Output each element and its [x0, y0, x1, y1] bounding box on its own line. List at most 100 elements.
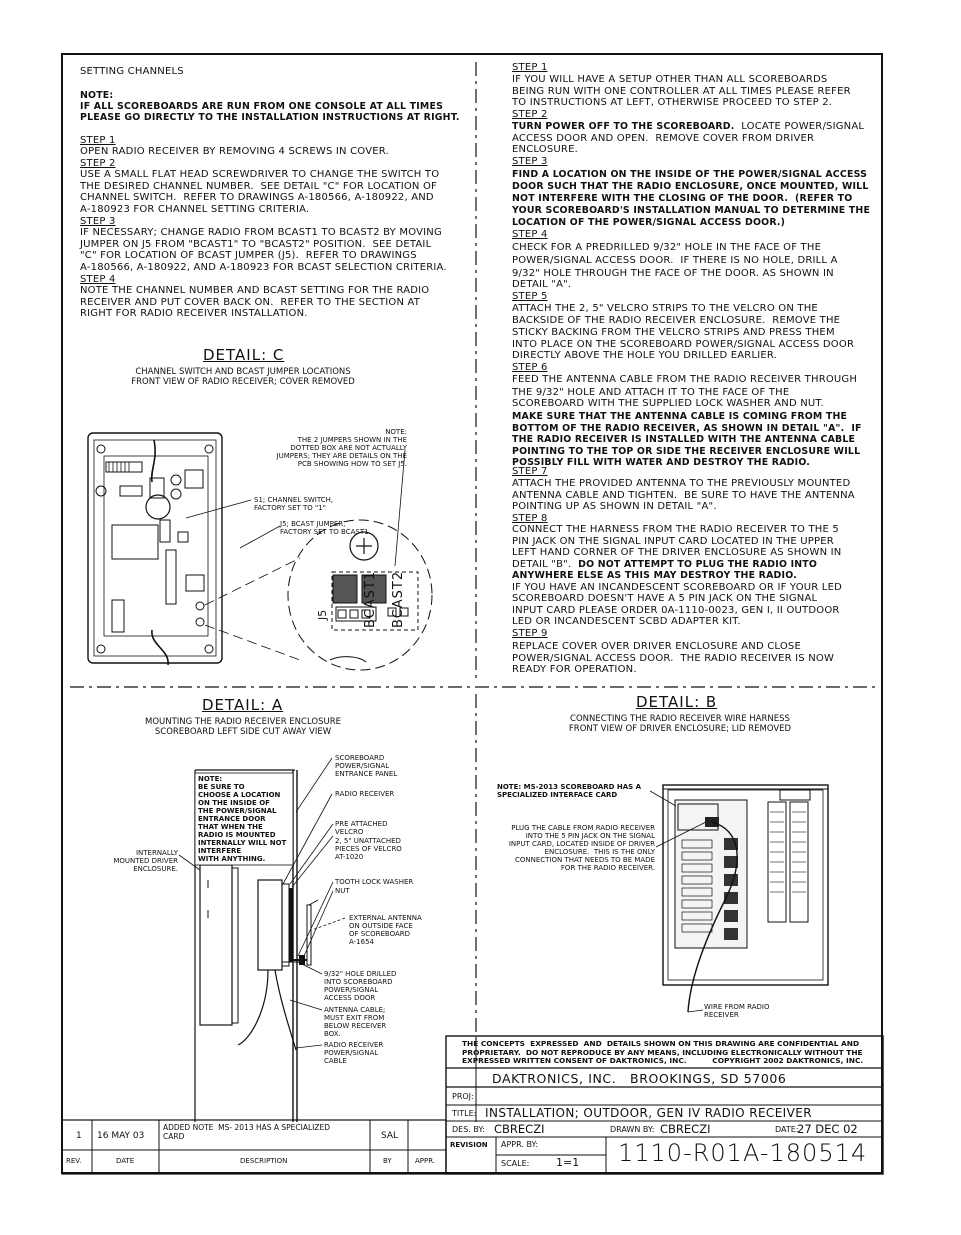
right-step6-warning: POSSIBLY FILL WITH WATER AND DESTROY THE… [512, 457, 811, 468]
s1-channel-switch-label: S1; CHANNEL SWITCH, FACTORY SET TO "1" [254, 496, 334, 512]
right-step3-line: LOCATION OF THE POWER/SIGNAL ACCESS DOOR… [512, 217, 786, 228]
note-line-2: PLEASE GO DIRECTLY TO THE INSTALLATION I… [80, 112, 460, 123]
right-step5-line: BACKSIDE OF THE RADIO RECEIVER ENCLOSURE… [512, 315, 841, 326]
date-value: 27 DEC 02 [797, 1122, 858, 1136]
revision-label: REVISION [450, 1141, 488, 1149]
revision-header-rev: REV. [66, 1157, 82, 1165]
right-step1-label: STEP 1 [512, 62, 548, 73]
right-step5-line: STICKY BACKING FROM THE VELCRO STRIPS AN… [512, 327, 835, 338]
power-off-warning: TURN POWER OFF TO THE SCOREBOARD. [512, 121, 735, 132]
right-step8-warning: DO NOT ATTEMPT TO PLUG THE RADIO INTO [578, 559, 818, 570]
right-step8-line: SCOREBOARD DOESN'T HAVE A 5 PIN JACK ON … [512, 593, 818, 604]
note-label: NOTE: [80, 90, 114, 101]
right-step8-warning: ANYWHERE ELSE AS THIS MAY DESTROY THE RA… [512, 570, 797, 581]
right-step2-line: ACCESS DOOR AND OPEN. REMOVE COVER FROM … [512, 133, 815, 144]
company-name: DAKTRONICS, INC. BROOKINGS, SD 57006 [492, 1071, 787, 1086]
callout-unattached-velcro: 2, 5" UNATTACHED PIECES OF VELCRO AT-102… [335, 837, 402, 861]
callout-external-antenna: EXTERNAL ANTENNA ON OUTSIDE FACE OF SCOR… [349, 914, 422, 946]
left-step4-line: RIGHT FOR RADIO RECEIVER INSTALLATION. [80, 308, 308, 319]
right-step3-line: FIND A LOCATION ON THE INSIDE OF THE POW… [512, 169, 868, 180]
callout-pre-attached-velcro: PRE ATTACHED VELCRO [335, 820, 388, 836]
right-step8-line: CONNECT THE HARNESS FROM THE RADIO RECEI… [512, 524, 839, 535]
callout-nut: NUT [335, 887, 350, 895]
revision-row-date: 16 MAY 03 [97, 1131, 145, 1141]
right-step5-line: ATTACH THE 2, 5" VELCRO STRIPS TO THE VE… [512, 303, 818, 314]
right-step6-line: FEED THE ANTENNA CABLE FROM THE RADIO RE… [512, 374, 858, 385]
detail-c-subtitle: CHANNEL SWITCH AND BCAST JUMPER LOCATION… [131, 367, 355, 387]
right-step4-line: 9/32" HOLE THROUGH THE FACE OF THE DOOR.… [512, 268, 834, 279]
designed-by-label: DES. BY: [452, 1125, 485, 1134]
revision-row-description: ADDED NOTE MS- 2013 HAS A SPECIALIZED CA… [163, 1123, 331, 1141]
left-step3-line: JUMPER ON J5 FROM "BCAST1" TO "BCAST2" P… [80, 239, 432, 250]
left-step3-line: A-180566, A-180922, AND A-180923 FOR BCA… [80, 262, 447, 273]
right-step6-label: STEP 6 [512, 362, 548, 373]
left-step2-line: USE A SMALL FLAT HEAD SCREWDRIVER TO CHA… [80, 169, 440, 180]
revision-row-by: SAL [381, 1131, 399, 1141]
right-step9-label: STEP 9 [512, 628, 548, 639]
confidentiality-notice: THE CONCEPTS EXPRESSED AND DETAILS SHOWN… [462, 1039, 864, 1066]
callout-drilled-hole: 9/32" HOLE DRILLED INTO SCOREBOARD POWER… [324, 970, 397, 1002]
right-step1-line: BEING RUN WITH ONE CONTROLLER AT ALL TIM… [512, 86, 851, 97]
right-step1-line: IF YOU WILL HAVE A SETUP OTHER THAN ALL … [512, 74, 828, 85]
right-step7-line: ATTACH THE PROVIDED ANTENNA TO THE PREVI… [512, 478, 851, 489]
left-step2-line: A-180923 FOR CHANNEL SETTING CRITERIA. [80, 204, 310, 215]
left-step2-label: STEP 2 [80, 158, 116, 169]
left-step1-line: OPEN RADIO RECEIVER BY REMOVING 4 SCREWS… [80, 146, 389, 157]
right-step3-line: YOUR SCOREBOARD'S INSTALLATION MANUAL TO… [512, 205, 871, 216]
detail-a-note: NOTE: BE SURE TO CHOOSE A LOCATION ON TH… [198, 775, 287, 863]
detail-b-title: DETAIL: B [636, 693, 718, 711]
right-step7-label: STEP 7 [512, 466, 548, 477]
right-step9-line: READY FOR OPERATION. [512, 664, 637, 675]
designed-by-value: CBRECZI [494, 1122, 545, 1136]
internally-mounted-label: INTERNALLY MOUNTED DRIVER ENCLOSURE. [113, 849, 178, 873]
right-step4-line: CHECK FOR A PREDRILLED 9/32" HOLE IN THE… [512, 242, 822, 253]
right-step3-label: STEP 3 [512, 156, 548, 167]
detail-c-note: NOTE: THE 2 JUMPERS SHOWN IN THE DOTTED … [276, 428, 407, 468]
wire-from-receiver-label: WIRE FROM RADIO RECEIVER [704, 1003, 770, 1019]
right-step6-warning: POINTING TO THE TOP OR SIDE THE RECEIVER… [512, 446, 861, 457]
left-step3-line: "C" FOR LOCATION OF BCAST JUMPER (J5). R… [80, 250, 417, 261]
drawn-by-label: DRAWN BY: [610, 1125, 655, 1134]
revision-header-appr: APPR. [415, 1157, 436, 1165]
right-step6-warning: MAKE SURE THAT THE ANTENNA CABLE IS COMI… [512, 411, 848, 422]
right-step5-line: DIRECTLY ABOVE THE HOLE YOU DRILLED EARL… [512, 350, 778, 361]
callout-entrance-panel: SCOREBOARD POWER/SIGNAL ENTRANCE PANEL [335, 754, 398, 778]
revision-header-date: DATE [116, 1157, 135, 1165]
detail-b-note: NOTE: MS-2013 SCOREBOARD HAS A SPECIALIZ… [497, 783, 642, 799]
right-step8-line: IF YOU HAVE AN INCANDESCENT SCOREBOARD O… [512, 582, 842, 593]
right-step8-detail-ref: DETAIL "B". [512, 559, 579, 570]
scale-label: SCALE: [501, 1159, 530, 1168]
left-step2-line: CHANNEL SWITCH. REFER TO DRAWINGS A-1805… [80, 192, 434, 203]
note-line-1: IF ALL SCOREBOARDS ARE RUN FROM ONE CONS… [80, 101, 444, 112]
right-step3-line: DOOR SUCH THAT THE RADIO ENCLOSURE, ONCE… [512, 181, 869, 192]
revision-header-by: BY [383, 1157, 392, 1165]
date-label: DATE: [775, 1125, 799, 1134]
setting-channels-heading: SETTING CHANNELS [80, 66, 184, 77]
right-step8-line: LEFT HAND CORNER OF THE DRIVER ENCLOSURE… [512, 547, 842, 558]
right-step2-label: STEP 2 [512, 109, 548, 120]
right-step6-warning: THE RADIO RECEIVER IS INSTALLED WITH THE… [512, 434, 856, 445]
right-step7-line: ANTENNA CABLE AND TIGHTEN. BE SURE TO HA… [512, 490, 855, 501]
detail-b-subtitle: CONNECTING THE RADIO RECEIVER WIRE HARNE… [568, 714, 792, 734]
right-step4-line: DETAIL "A". [512, 279, 572, 290]
project-label: PROJ: [452, 1092, 474, 1101]
callout-lock-washer: TOOTH LOCK WASHER [335, 878, 414, 886]
revision-header-description: DESCRIPTION [240, 1157, 288, 1165]
drawn-by-value: CBRECZI [660, 1122, 711, 1136]
callout-power-signal-cable: RADIO RECEIVER POWER/SIGNAL CABLE [324, 1041, 384, 1065]
right-step4-label: STEP 4 [512, 229, 548, 240]
left-step2-line: THE DESIRED CHANNEL NUMBER. SEE DETAIL "… [80, 181, 437, 192]
left-step1-label: STEP 1 [80, 135, 116, 146]
left-step4-label: STEP 4 [80, 274, 116, 285]
detail-a-title: DETAIL: A [202, 696, 284, 714]
right-step2-rest: LOCATE POWER/SIGNAL [734, 121, 865, 132]
title-label: TITLE: [452, 1109, 477, 1118]
right-step6-warning: BOTTOM OF THE RADIO RECEIVER, AS SHOWN I… [512, 423, 862, 434]
left-step3-line: IF NECESSARY; CHANGE RADIO FROM BCAST1 T… [80, 227, 442, 238]
approved-by-label: APPR. BY: [501, 1140, 539, 1149]
right-step7-line: POINTING UP AS SHOWN IN DETAIL "A". [512, 501, 717, 512]
right-step8-line: PIN JACK ON THE SIGNAL INPUT CARD LOCATE… [512, 536, 834, 547]
